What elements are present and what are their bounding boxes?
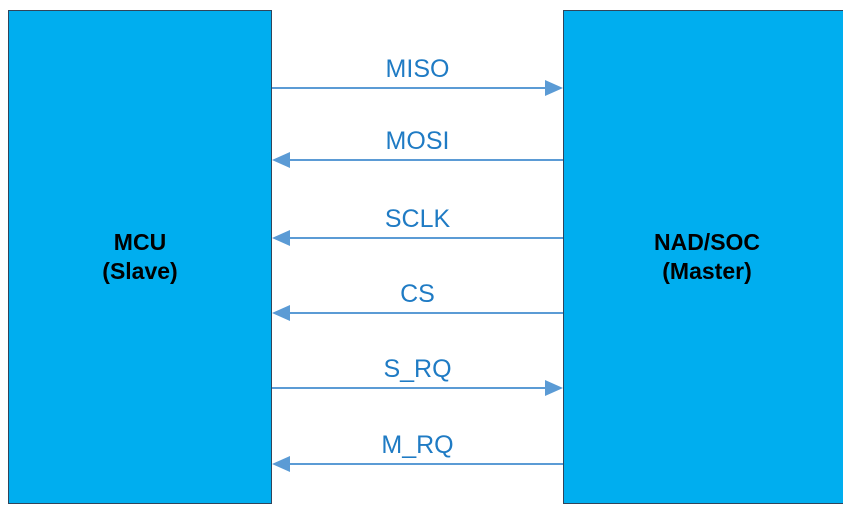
arrow-head-left-icon <box>272 305 290 321</box>
arrow-shaft-sclk <box>290 237 563 239</box>
node-mcu-role: (Slave) <box>102 258 178 284</box>
node-nad-soc-role: (Master) <box>662 258 752 284</box>
signal-label-cs: CS <box>400 280 435 308</box>
arrow-head-left-icon <box>272 230 290 246</box>
signal-label-s-rq: S_RQ <box>383 355 452 383</box>
signal-label-m-rq: M_RQ <box>381 431 454 459</box>
arrow-shaft-s-rq <box>272 387 545 389</box>
arrow-head-right-icon <box>545 80 563 96</box>
arrow-shaft-cs <box>290 312 563 314</box>
signal-label-sclk: SCLK <box>384 205 451 233</box>
node-nad-soc[interactable]: NAD/SOC (Master) <box>563 10 843 504</box>
signal-label-miso: MISO <box>385 55 450 83</box>
node-mcu[interactable]: MCU (Slave) <box>8 10 272 504</box>
arrow-head-left-icon <box>272 152 290 168</box>
arrow-head-left-icon <box>272 456 290 472</box>
signal-label-mosi: MOSI <box>385 127 450 155</box>
node-mcu-title: MCU <box>113 228 167 255</box>
node-nad-soc-title: NAD/SOC <box>653 228 761 255</box>
arrow-shaft-miso <box>272 87 545 89</box>
arrow-shaft-m-rq <box>290 463 563 465</box>
arrow-head-right-icon <box>545 380 563 396</box>
arrow-shaft-mosi <box>290 159 563 161</box>
